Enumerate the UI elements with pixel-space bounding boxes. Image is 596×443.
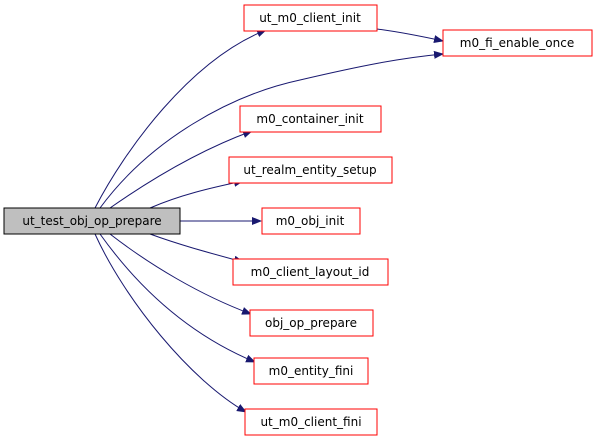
node-ut-realm-entity-setup[interactable]: ut_realm_entity_setup: [228, 156, 393, 184]
edges-layer: [94, 28, 444, 413]
node-label: ut_m0_client_init: [259, 11, 361, 25]
node-m0-obj-init[interactable]: m0_obj_init: [261, 207, 361, 235]
node-ut-test-obj-op-prepare[interactable]: ut_test_obj_op_prepare: [3, 207, 181, 235]
node-ut-m0-client-fini[interactable]: ut_m0_client_fini: [244, 408, 378, 436]
node-label: m0_entity_fini: [269, 364, 354, 378]
edge-root-to-entity-fini: [99, 233, 256, 363]
nodes-layer: ut_test_obj_op_prepare ut_m0_client_init…: [3, 4, 593, 436]
node-label: m0_obj_init: [276, 214, 345, 228]
node-label: m0_fi_enable_once: [460, 36, 575, 50]
node-label: m0_container_init: [256, 112, 363, 126]
node-label: ut_realm_entity_setup: [243, 163, 376, 177]
edge-client-init-to-fi-enable-once: [376, 28, 444, 43]
node-obj-op-prepare[interactable]: obj_op_prepare: [249, 309, 374, 337]
node-label: obj_op_prepare: [265, 316, 357, 330]
node-ut-m0-client-init[interactable]: ut_m0_client_init: [243, 4, 378, 32]
edge-root-to-client-layout-id: [149, 233, 244, 264]
edge-root-to-obj-op-prepare: [109, 233, 252, 315]
node-label: ut_m0_client_fini: [260, 415, 361, 429]
node-label: m0_client_layout_id: [251, 265, 370, 279]
edge-root-to-client-init: [94, 29, 267, 209]
edge-root-to-realm-entity-setup: [149, 178, 244, 209]
node-m0-container-init[interactable]: m0_container_init: [239, 105, 382, 133]
edge-root-to-client-fini: [94, 233, 247, 413]
node-label: ut_test_obj_op_prepare: [22, 214, 161, 228]
edge-root-to-fi-enable-once: [99, 50, 444, 209]
node-m0-fi-enable-once[interactable]: m0_fi_enable_once: [442, 29, 593, 57]
node-m0-entity-fini[interactable]: m0_entity_fini: [253, 357, 369, 385]
node-m0-client-layout-id[interactable]: m0_client_layout_id: [232, 258, 389, 286]
edge-root-to-container-init: [109, 130, 253, 209]
